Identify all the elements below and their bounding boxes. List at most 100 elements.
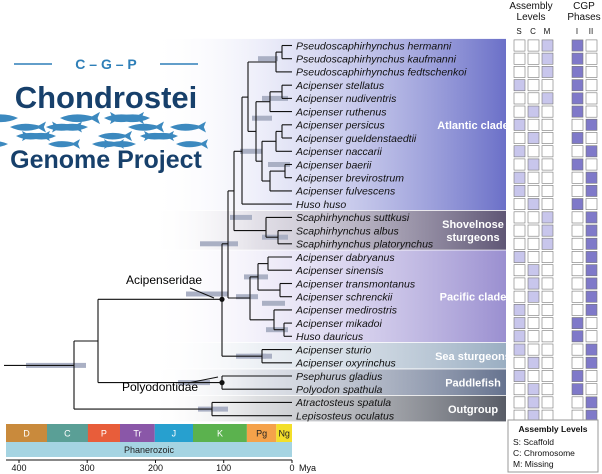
taxon-label: Acipenser gueldenstaedtii bbox=[295, 133, 417, 145]
legend-item-missing: M: Missing bbox=[513, 459, 554, 469]
assembly-cell-c bbox=[527, 356, 540, 369]
taxon-label: Acipenser sinensis bbox=[295, 265, 384, 277]
period-label: P bbox=[101, 429, 107, 439]
assembly-cell-m bbox=[541, 171, 554, 184]
assembly-cell-s bbox=[513, 264, 526, 277]
node-age-error-bar bbox=[198, 406, 228, 412]
assembly-levels-header: Assembly Levels S C M bbox=[509, 1, 552, 36]
assembly-cell-c bbox=[527, 317, 540, 329]
taxon-label: Lepisosteus oculatus bbox=[296, 411, 395, 423]
taxon-label: Acipenser stellatus bbox=[295, 80, 385, 92]
assembly-cell-c bbox=[527, 277, 540, 290]
assembly-cell-m bbox=[541, 264, 554, 277]
legend-item-chromosome: C: Chromosome bbox=[513, 448, 575, 458]
time-tick-label: 300 bbox=[80, 463, 95, 473]
assembly-cell-c bbox=[527, 118, 540, 131]
phase-cell-ii bbox=[585, 237, 598, 250]
assembly-cell-s bbox=[513, 79, 526, 92]
assembly-cell-c bbox=[527, 52, 540, 65]
phase-cell-i bbox=[571, 66, 584, 78]
assembly-cell-c bbox=[527, 343, 540, 356]
assembly-cell-s bbox=[513, 224, 526, 237]
clade-label-sea: Sea sturgeons bbox=[435, 351, 511, 363]
assembly-cell-s bbox=[513, 356, 526, 369]
assembly-title-2: Levels bbox=[517, 12, 546, 23]
phase-cell-i bbox=[571, 290, 584, 303]
node-age-error-bar bbox=[262, 300, 285, 306]
taxon-label: Acipenser transmontanus bbox=[295, 278, 416, 290]
assembly-cell-s bbox=[513, 383, 526, 396]
logo-genome-project: Genome Project bbox=[10, 146, 202, 174]
assembly-cell-c bbox=[527, 79, 540, 92]
period-label: Pg bbox=[256, 429, 267, 439]
assembly-cell-c bbox=[527, 39, 540, 52]
acipenseridae-node bbox=[219, 296, 225, 302]
period-k bbox=[193, 424, 247, 442]
taxon-label: Pseudoscaphirhynchus hermanni bbox=[296, 40, 452, 52]
taxon-label: Atractosteus spatula bbox=[295, 397, 391, 409]
time-tick-label: 400 bbox=[11, 463, 26, 473]
logo-cgp: C – G – P bbox=[75, 56, 136, 72]
phases-col-ii: II bbox=[589, 27, 593, 36]
assembly-cell-m bbox=[541, 396, 554, 409]
assembly-cell-m bbox=[541, 290, 554, 303]
assembly-cell-m bbox=[541, 52, 554, 65]
phase-cell-ii bbox=[585, 198, 598, 210]
phase-cell-ii bbox=[585, 145, 598, 158]
assembly-cell-s bbox=[513, 145, 526, 158]
time-unit: Mya bbox=[299, 463, 316, 473]
assembly-cell-m bbox=[541, 105, 554, 118]
assembly-cell-m bbox=[541, 224, 554, 237]
assembly-cell-m bbox=[541, 317, 554, 329]
phase-cell-i bbox=[571, 370, 584, 382]
polyodontidae-arrow bbox=[187, 376, 219, 384]
assembly-cell-m bbox=[541, 370, 554, 382]
phase-cell-ii bbox=[585, 39, 598, 52]
assembly-cell-m bbox=[541, 39, 554, 52]
period-d bbox=[6, 424, 47, 442]
assembly-cell-m bbox=[541, 356, 554, 369]
assembly-cell-s bbox=[513, 237, 526, 250]
assembly-cell-s bbox=[513, 251, 526, 263]
assembly-cell-c bbox=[527, 383, 540, 396]
node-age-error-bar bbox=[262, 95, 288, 101]
assembly-cell-m bbox=[541, 118, 554, 131]
taxon-label: Acipenser baerii bbox=[295, 159, 372, 171]
assembly-cell-s bbox=[513, 330, 526, 343]
period-label: J bbox=[172, 429, 177, 439]
assembly-cell-c bbox=[527, 158, 540, 171]
assembly-cell-c bbox=[527, 396, 540, 409]
phase-cell-i bbox=[571, 92, 584, 105]
assembly-cell-s bbox=[513, 317, 526, 329]
fish-silhouette bbox=[104, 139, 136, 149]
node-age-error-bar bbox=[230, 214, 252, 220]
fish-silhouette bbox=[98, 130, 132, 142]
phase-cell-i bbox=[571, 251, 584, 263]
period-label: K bbox=[217, 429, 223, 439]
fish-silhouette bbox=[0, 141, 8, 147]
period-ng bbox=[276, 424, 292, 442]
phases-title-2: Phases bbox=[567, 12, 600, 23]
assembly-cell-s bbox=[513, 396, 526, 409]
taxon-label: Acipenser schrenckii bbox=[295, 292, 393, 304]
assembly-cell-s bbox=[513, 132, 526, 144]
taxon-label: Huso huso bbox=[296, 199, 346, 211]
phase-cell-i bbox=[571, 79, 584, 92]
assembly-cell-s bbox=[513, 39, 526, 52]
clade-band-sea bbox=[150, 342, 506, 369]
phase-cell-i bbox=[571, 264, 584, 277]
taxon-label: Scaphirhynchus suttkusi bbox=[296, 212, 410, 224]
assembly-cell-m bbox=[541, 303, 554, 316]
assembly-cell-s bbox=[513, 198, 526, 210]
assembly-cell-s bbox=[513, 185, 526, 197]
assembly-cell-m bbox=[541, 145, 554, 158]
phase-cell-ii bbox=[585, 132, 598, 144]
assembly-cell-c bbox=[527, 370, 540, 382]
taxon-label: Acipenser persicus bbox=[295, 120, 385, 132]
fish-silhouette bbox=[110, 111, 150, 125]
time-tick-label: 200 bbox=[148, 463, 163, 473]
node-age-error-bar bbox=[200, 241, 238, 247]
cgp-phases-header: CGP Phases I II bbox=[567, 1, 600, 36]
